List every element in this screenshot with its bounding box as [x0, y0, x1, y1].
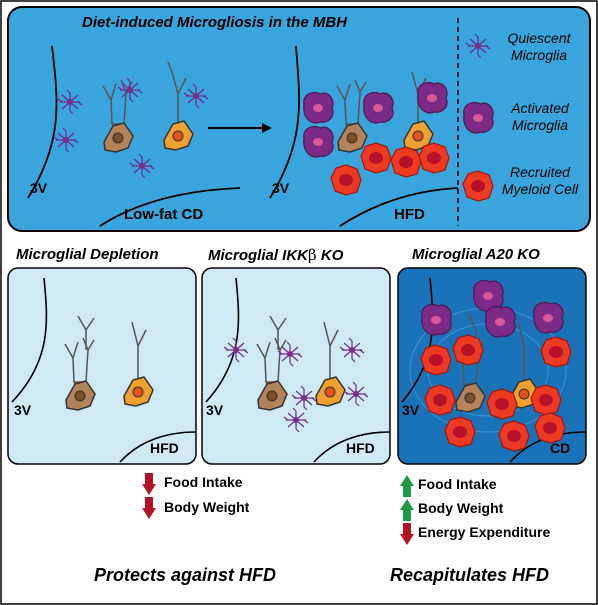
- activated-microglia: [303, 91, 334, 124]
- recruited-myeloid-cell: [530, 384, 562, 416]
- protect-summary: Protects against HFD: [94, 565, 277, 585]
- recruited-myeloid-cell: [444, 416, 476, 448]
- recruited-myeloid-cell: [330, 164, 362, 196]
- recruited-myeloid-cell: [420, 344, 452, 376]
- up-arrow-icon: [400, 475, 414, 497]
- recruited-myeloid-cell: [360, 142, 392, 174]
- condition-label: HFD: [394, 206, 425, 223]
- ventricle-label: 3V: [30, 180, 48, 196]
- recruited-myeloid-cell: [424, 384, 456, 416]
- legend-activated-icon: [463, 101, 494, 134]
- condition-label: Low-fat CD: [124, 206, 204, 223]
- outcome-body-weight: Body Weight: [164, 499, 250, 515]
- condition-label: HFD: [150, 440, 179, 456]
- recruited-myeloid-cell: [498, 420, 530, 452]
- depletion-panel: [7, 267, 197, 465]
- recruited-myeloid-cell: [540, 336, 572, 368]
- ikk-panel: [201, 267, 391, 465]
- transition-arrow-icon: [262, 123, 272, 133]
- up-arrow-icon: [400, 499, 414, 521]
- ventricle-label: 3V: [272, 180, 290, 196]
- legend-activated-label: Activated Microglia: [511, 100, 569, 133]
- legend-recruited-icon: [462, 170, 494, 202]
- recruited-myeloid-cell: [418, 142, 450, 174]
- legend-recruited-label: Recruited Myeloid Cell: [501, 164, 579, 197]
- ventricle-label: 3V: [402, 402, 420, 418]
- recap-summary: Recapitulates HFD: [390, 565, 550, 585]
- activated-microglia: [533, 301, 564, 334]
- outcome-energy-expenditure: Energy Expenditure: [418, 524, 551, 540]
- outcome-food-intake: Food Intake: [164, 474, 243, 490]
- top-title: Diet-induced Microgliosis in the MBH: [82, 14, 348, 31]
- a20-title: Microglial A20 KO: [412, 246, 540, 263]
- recruited-myeloid-cell: [390, 146, 422, 178]
- ventricle-label: 3V: [14, 402, 32, 418]
- activated-microglia: [363, 91, 394, 124]
- activated-microglia: [417, 81, 448, 114]
- legend-quiescent-label: Quiescent Microglia: [507, 30, 571, 63]
- ventricle-label: 3V: [206, 402, 224, 418]
- down-arrow-icon: [400, 523, 414, 545]
- outcome-food-intake: Food Intake: [418, 476, 497, 492]
- condition-label: CD: [550, 440, 571, 456]
- condition-label: HFD: [346, 440, 375, 456]
- recruited-myeloid-cell: [486, 388, 518, 420]
- ikk-title: Microglial IKKβ KO: [208, 246, 344, 264]
- recruited-myeloid-cell: [534, 412, 566, 444]
- activated-microglia: [421, 303, 452, 336]
- recruited-myeloid-cell: [452, 334, 484, 366]
- down-arrow-icon: [142, 473, 156, 495]
- outcome-body-weight: Body Weight: [418, 500, 504, 516]
- activated-microglia: [485, 305, 516, 338]
- down-arrow-icon: [142, 497, 156, 519]
- depletion-title: Microglial Depletion: [16, 246, 159, 263]
- activated-microglia: [303, 125, 334, 158]
